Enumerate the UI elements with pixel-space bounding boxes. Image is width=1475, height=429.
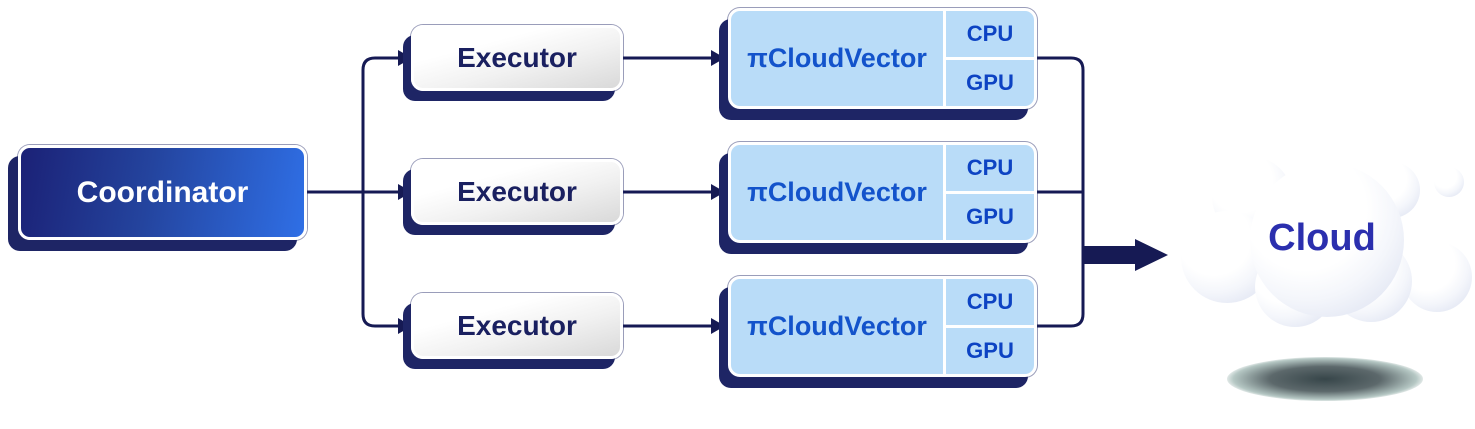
- arrow-to-cloud-icon: [1083, 239, 1168, 271]
- cloud-ground-shadow: [1227, 357, 1423, 401]
- cloudvector-label: πCloudVector: [747, 43, 927, 73]
- executor-node-3: Executor: [411, 293, 623, 359]
- cloudvector-node-1: πCloudVector CPU GPU: [728, 8, 1037, 109]
- trunk-to-executor3-line: [361, 192, 399, 328]
- cloudvector-label: πCloudVector: [747, 177, 927, 207]
- arrowhead-executor3-icon: [398, 318, 412, 334]
- coordinator-label: Coordinator: [76, 175, 249, 209]
- arrowhead-vector3-icon: [711, 318, 725, 334]
- executor-node-2: Executor: [411, 159, 623, 225]
- cpu-cell: CPU: [946, 145, 1034, 194]
- arrowhead-vector1-icon: [711, 50, 725, 66]
- gpu-cell: GPU: [966, 338, 1014, 363]
- cloud-small-ball-icon: [1434, 167, 1464, 197]
- gpu-cell: GPU: [966, 70, 1014, 95]
- gpu-cell: GPU: [966, 204, 1014, 229]
- coordinator-node: Coordinator: [18, 145, 307, 240]
- cloudvector-label: πCloudVector: [747, 311, 927, 341]
- arrowhead-vector2-icon: [711, 184, 725, 200]
- arrowhead-executor1-icon: [398, 50, 412, 66]
- cpu-gpu-column: CPU GPU: [943, 11, 1034, 106]
- cloudvector-node-2: πCloudVector CPU GPU: [728, 142, 1037, 243]
- trunk-to-executor1-line: [361, 56, 399, 192]
- cpu-cell: CPU: [946, 11, 1034, 60]
- executor-label: Executor: [457, 310, 577, 341]
- executor-label: Executor: [457, 42, 577, 73]
- cpu-cell: CPU: [946, 279, 1034, 328]
- cloud-label: Cloud: [1268, 216, 1376, 259]
- cloudvector-node-3: πCloudVector CPU GPU: [728, 276, 1037, 377]
- cloud-puff-icon: [1402, 242, 1472, 312]
- executor-label: Executor: [457, 176, 577, 207]
- cpu-gpu-column: CPU GPU: [943, 145, 1034, 240]
- cloud-puff-icon: [1250, 163, 1404, 317]
- executor-node-1: Executor: [411, 25, 623, 91]
- cpu-gpu-column: CPU GPU: [943, 279, 1034, 374]
- arrowhead-executor2-icon: [398, 184, 412, 200]
